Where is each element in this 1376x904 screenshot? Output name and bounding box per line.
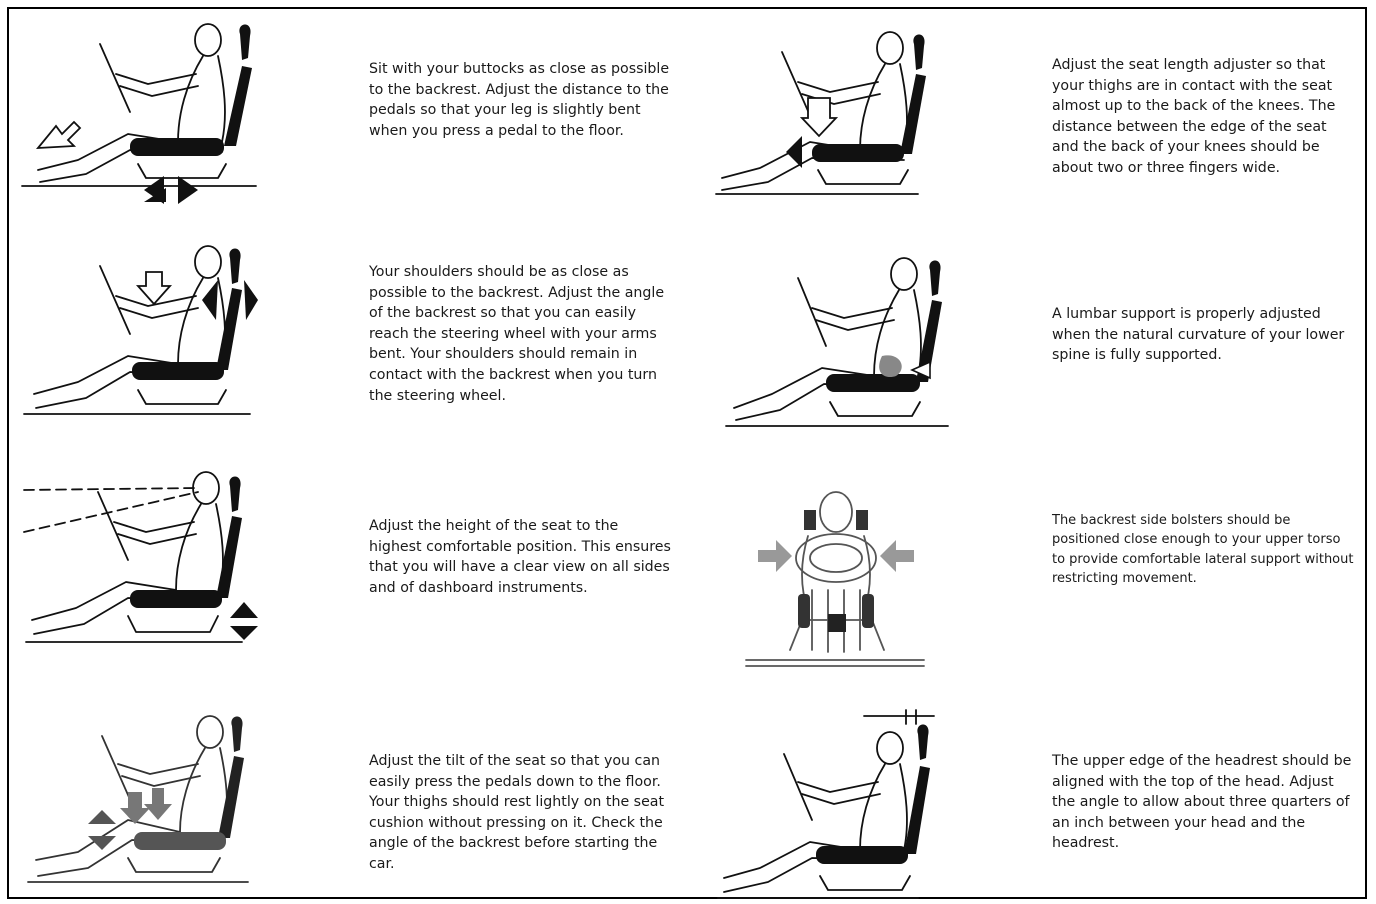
seat-tilt-icon: [18, 692, 268, 892]
instruction-text: Adjust the tilt of the seat so that you …: [369, 751, 674, 875]
seat-height-icon: [18, 458, 268, 654]
side-bolster-icon: [712, 470, 962, 680]
instruction-text: Sit with your buttocks as close as possi…: [369, 59, 674, 141]
backrest-angle-icon: [18, 228, 268, 424]
lumbar-support-icon: [712, 240, 962, 436]
instruction-text: The backrest side bolsters should be pos…: [1052, 511, 1357, 589]
seat-length-icon: [712, 14, 962, 210]
instruction-text: Adjust the height of the seat to the hig…: [369, 516, 674, 598]
instruction-text: The upper edge of the headrest should be…: [1052, 751, 1357, 854]
instruction-text: A lumbar support is properly adjusted wh…: [1052, 304, 1357, 366]
instruction-text: Adjust the seat length adjuster so that …: [1052, 55, 1357, 179]
instruction-text: Your shoulders should be as close as pos…: [369, 262, 674, 406]
headrest-icon: [712, 704, 962, 900]
seat-distance-icon: [18, 14, 268, 210]
